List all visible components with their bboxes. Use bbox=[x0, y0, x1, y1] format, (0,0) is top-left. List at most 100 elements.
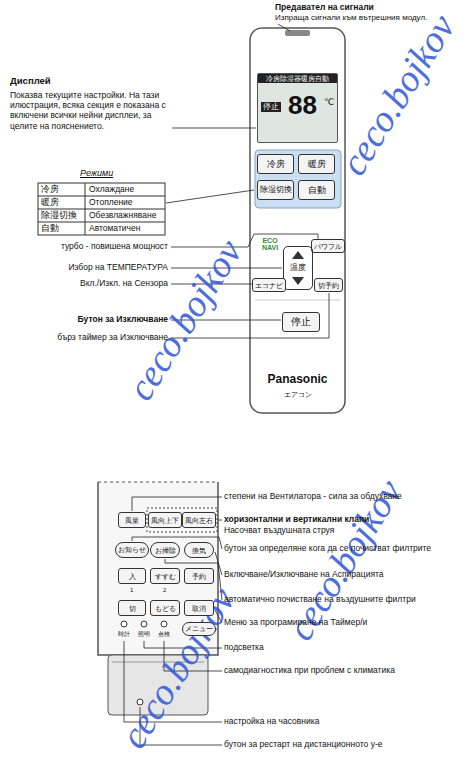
clean-button: お掃除 bbox=[150, 542, 180, 558]
table-heading: Режими bbox=[80, 168, 113, 179]
button-label: 暖房 bbox=[308, 160, 326, 169]
mode-button: 暖房 bbox=[298, 154, 335, 174]
table-rule bbox=[85, 183, 86, 235]
table-cell: 自動 bbox=[41, 223, 59, 233]
table-cell: 暖房 bbox=[41, 197, 59, 207]
up-arrow bbox=[292, 251, 304, 259]
small-button-label: 時計 bbox=[118, 631, 130, 638]
callout-text: Изпраща сигнали към вътрешния модул. bbox=[275, 13, 427, 23]
button-label: もどる bbox=[155, 605, 176, 612]
callout-text: бутон за определяне кога да се почистват… bbox=[224, 543, 431, 553]
callout-title: хоризонтални и вертикални клапи bbox=[224, 514, 369, 524]
callout-text: бутон за рестарт на дистанционното у-е bbox=[224, 739, 382, 749]
table-cell: Обезвлажняване bbox=[89, 210, 156, 220]
button-label: お掃除 bbox=[155, 547, 176, 554]
button-label: 切 bbox=[129, 605, 136, 612]
panel-text: 停止 bbox=[261, 102, 281, 112]
small-button bbox=[161, 621, 167, 627]
louver-button: 風向上下 bbox=[148, 512, 182, 528]
button-label: すすむ bbox=[155, 573, 176, 580]
button-label: 自動 bbox=[308, 186, 326, 195]
button-label: メニュー bbox=[185, 626, 213, 633]
ventilation-button: 換気 bbox=[184, 542, 214, 558]
table-cell: Автоматичен bbox=[89, 223, 140, 233]
button-label: 風向左右 bbox=[185, 517, 213, 524]
table-rule bbox=[38, 209, 165, 210]
button-label: 風向上下 bbox=[151, 517, 179, 524]
panel-text: 冷房除湿器暖房自動 bbox=[258, 74, 337, 83]
small-button-label: 照明 bbox=[138, 631, 150, 638]
watermark: ceco.bojkov bbox=[331, 6, 465, 183]
mode-button: 自動 bbox=[298, 180, 335, 200]
callout-text: Избор на ТЕМПЕРАТУРА bbox=[68, 262, 168, 272]
table-cell: 冷房 bbox=[41, 184, 59, 194]
leader-line bbox=[166, 190, 254, 203]
callout-text: подсветка bbox=[224, 642, 264, 652]
button-label: 取消 bbox=[192, 605, 206, 612]
panel-text: 88 bbox=[288, 92, 317, 119]
button-label: エコナビ bbox=[255, 282, 283, 289]
button-label: パワフル bbox=[314, 243, 342, 250]
timer-number: 2 bbox=[163, 587, 166, 594]
timer-button: 予約 bbox=[184, 568, 214, 584]
timer-button: 取消 bbox=[184, 600, 214, 616]
callout-text: степени на Вентилатора - сила за обдухва… bbox=[224, 491, 402, 501]
button-label: 風量 bbox=[125, 517, 139, 524]
mode-table bbox=[38, 183, 165, 235]
fan-button: 風量 bbox=[118, 512, 146, 528]
callout-text: бърз таймер за Изключване bbox=[57, 332, 168, 342]
powerful-button: パワフル bbox=[311, 239, 345, 253]
leader-line bbox=[215, 552, 222, 575]
stop-button: 停止 bbox=[282, 312, 320, 332]
mode-button: 冷房 bbox=[257, 154, 294, 174]
remote-lower-housing bbox=[98, 482, 218, 655]
button-label: 冷房 bbox=[267, 160, 285, 169]
callout-text: настройка на часовника bbox=[224, 716, 319, 726]
button-label: 換気 bbox=[192, 547, 206, 554]
callout-text: турбо - повишена мощност bbox=[61, 241, 168, 251]
table-cell: Охлаждане bbox=[89, 184, 134, 194]
timer-button: 切 bbox=[118, 600, 146, 616]
eco-navi-mark: ECO NAVI bbox=[257, 237, 283, 252]
off-timer-button: 切予約 bbox=[314, 278, 343, 292]
button-label: お知らせ bbox=[118, 547, 146, 554]
timer-button: 入 bbox=[118, 568, 146, 584]
temperature-button: 温度 bbox=[283, 246, 313, 290]
lcd-display: 冷房除湿器暖房自動停止 88 ℃ bbox=[257, 73, 338, 143]
notice-button: お知らせ bbox=[115, 542, 149, 558]
sensor-button: エコナビ bbox=[252, 278, 286, 292]
small-button bbox=[121, 621, 127, 627]
louver-button: 風向左右 bbox=[182, 512, 216, 528]
callout-text: Вкл./Изкл. на Сензора bbox=[80, 278, 168, 288]
callout-text: Показва текущите настройки. На тази илюс… bbox=[10, 90, 170, 131]
callout-text: Меню за програмиране на Таймер/и bbox=[224, 617, 367, 627]
panel-text: エアコン bbox=[250, 391, 345, 398]
remote-housing bbox=[250, 28, 345, 413]
leader-line bbox=[278, 24, 290, 31]
table-rule bbox=[38, 222, 165, 223]
small-button-label: 点検 bbox=[158, 631, 170, 638]
button-label: 切予約 bbox=[318, 282, 339, 289]
button-label: 除湿切換 bbox=[260, 186, 292, 194]
down-arrow bbox=[292, 277, 304, 285]
button-label: 予約 bbox=[192, 573, 206, 580]
table-cell: 除湿切換 bbox=[41, 210, 77, 220]
callout-text: Насочват въздушната струя bbox=[224, 525, 334, 535]
timer-button: もどる bbox=[150, 600, 180, 616]
callout-title: Бутон за Изключване bbox=[78, 314, 168, 324]
leader-line bbox=[132, 497, 222, 511]
panel-text: ℃ bbox=[324, 98, 334, 107]
small-button bbox=[141, 621, 147, 627]
mode-panel bbox=[255, 150, 341, 208]
menu-button: メニュー bbox=[182, 622, 216, 636]
timer-number: 1 bbox=[130, 587, 133, 594]
button-label: 温度 bbox=[290, 264, 306, 272]
callout-title: Дисплей bbox=[10, 75, 51, 86]
callout-text: Включване/Изключване на Аспирацията bbox=[224, 569, 384, 579]
table-rule bbox=[38, 196, 165, 197]
table-cell: Отопление bbox=[89, 197, 133, 207]
mode-button: 除湿切換 bbox=[257, 180, 294, 200]
callout-text: самодиагностика при проблем с климатика bbox=[224, 665, 395, 675]
button-label: 入 bbox=[129, 573, 136, 580]
panel-text: Panasonic bbox=[250, 373, 345, 386]
